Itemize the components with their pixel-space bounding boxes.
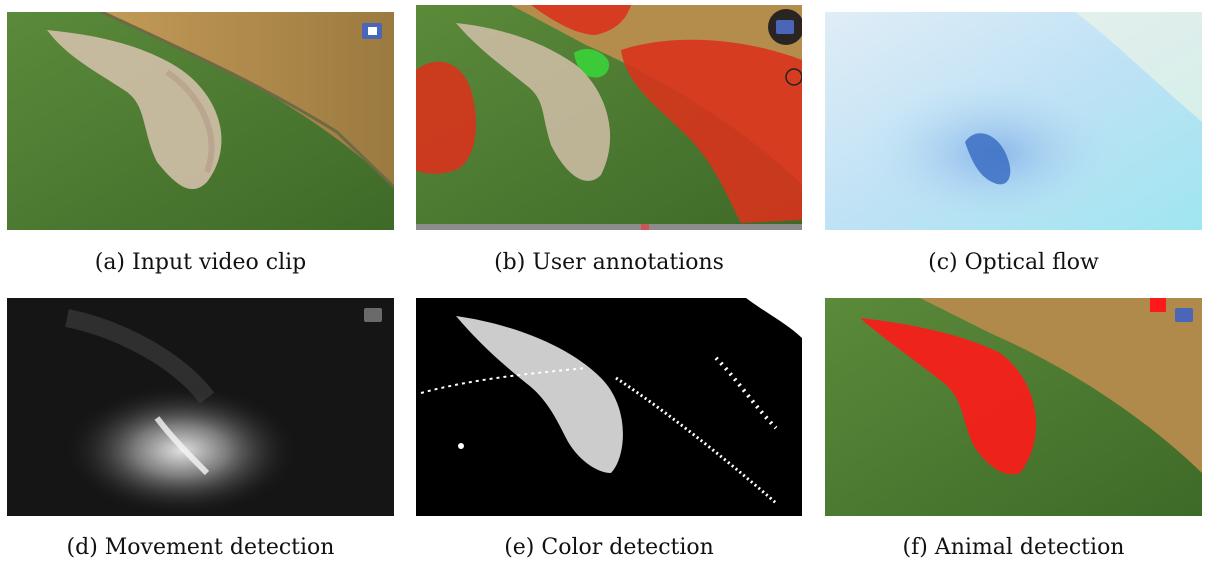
annotation-region: [621, 39, 802, 223]
annotation-green: [574, 49, 610, 78]
caption-e: (e) Color detection: [504, 535, 714, 560]
panel-color-detection: [416, 298, 802, 516]
caption-a: (a) Input video clip: [94, 250, 307, 275]
optical-flow-image: [825, 12, 1202, 230]
panel-optical-flow: [825, 12, 1202, 230]
annotation-region: [531, 5, 631, 35]
annotation-region: [416, 61, 476, 174]
detected-animals: [860, 318, 1037, 475]
panel-input-video: [7, 12, 394, 230]
input-video-image: [7, 12, 394, 230]
caption-f: (f) Animal detection: [902, 535, 1125, 560]
caption-d: (d) Movement detection: [66, 535, 335, 560]
panel-movement-detection: [7, 298, 394, 516]
caption-b: (b) User annotations: [494, 250, 724, 275]
animal-detection-image: [825, 298, 1202, 516]
color-detection-image: [416, 298, 802, 516]
panel-animal-detection: [825, 298, 1202, 516]
panel-user-annotations: [416, 5, 802, 230]
movement-detection-image: [7, 298, 394, 516]
caption-c: (c) Optical flow: [928, 250, 1099, 275]
user-annotations-image: [416, 5, 802, 230]
